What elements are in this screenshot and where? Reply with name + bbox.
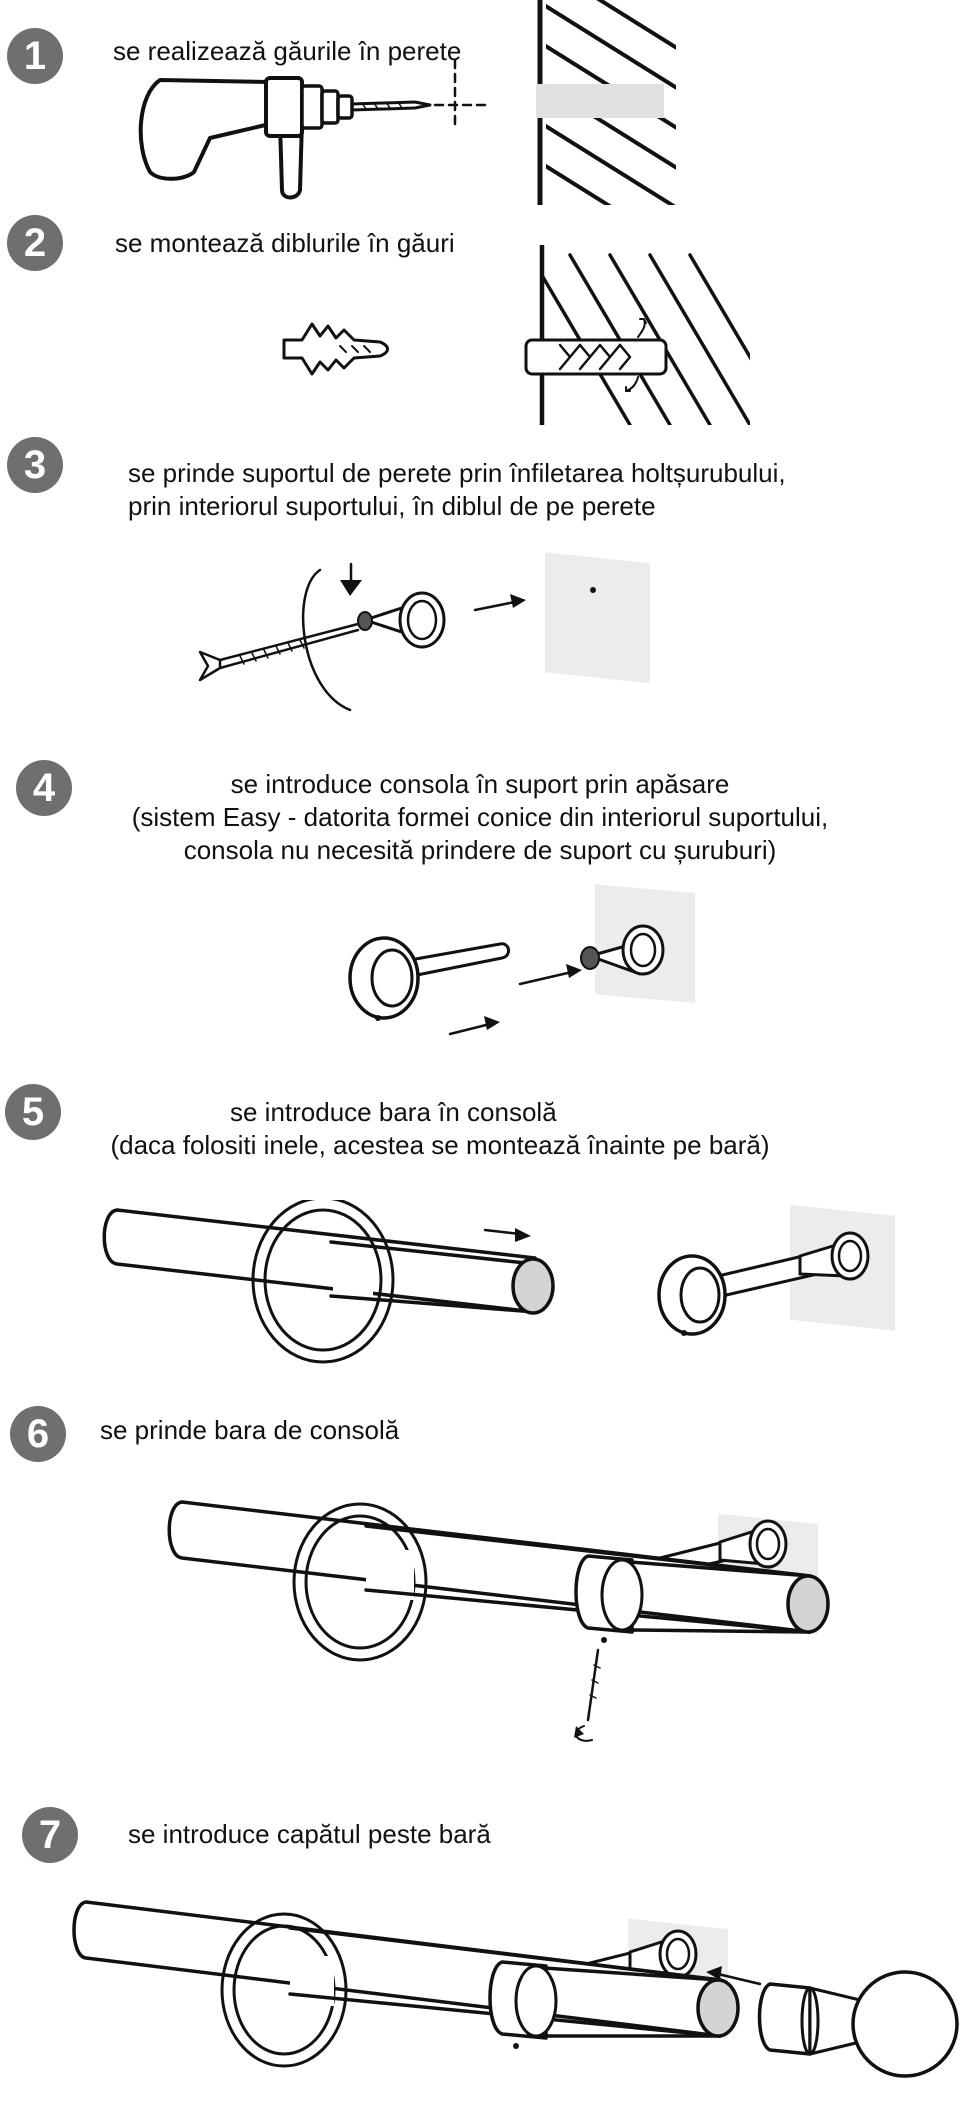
- step-3-badge: 3: [7, 437, 63, 493]
- ring-7: [220, 1912, 348, 2068]
- rod-body-5: [102, 1208, 537, 1314]
- step-7-caption: se introduce capătul peste bară: [128, 1818, 491, 1851]
- step-2: 2 se montează diblurile în găuri: [0, 215, 967, 430]
- ring-6: [292, 1502, 428, 1662]
- step-6: 6 se prinde bara de consolă: [0, 1370, 967, 1770]
- step-6-caption: se prinde bara de consolă: [100, 1414, 399, 1447]
- step-7: 7 se introduce capătul peste bară: [0, 1770, 967, 2106]
- drill-handle: [138, 78, 272, 181]
- step-1-badge: 1: [7, 28, 63, 84]
- ring-5: [251, 1200, 395, 1364]
- step-4-line-3: consola nu necesită prindere de suport c…: [183, 835, 777, 865]
- wall-illustration-2: [524, 245, 750, 425]
- drill-chuck-3: [336, 94, 354, 120]
- step-4-badge: 4: [16, 760, 72, 816]
- step-2-caption: se montează diblurile în găuri: [115, 227, 455, 260]
- bracket-screw-illustration: [198, 552, 650, 712]
- wall-panel-3: [545, 552, 650, 684]
- screw-thread: [239, 639, 305, 665]
- drill-hole: [536, 84, 664, 118]
- dowel-in-wall: [524, 338, 668, 376]
- console-arm: [408, 942, 510, 978]
- dowel-in-wall-ridges: [558, 343, 632, 371]
- step-5-line-1: se introduce bara în consolă: [230, 1097, 557, 1127]
- step-3-line-2: prin interiorul suportului, în diblul de…: [128, 491, 656, 521]
- rod-on-console-illustration: [167, 1500, 830, 1742]
- step-7-line-1: se introduce capătul peste bară: [128, 1819, 491, 1849]
- step-4-caption: se introduce consola în suport prin apăs…: [130, 768, 830, 867]
- drill-grip: [278, 119, 304, 200]
- step-3: 3 se prinde suportul de perete prin înfi…: [0, 430, 967, 760]
- dowel-body: [282, 322, 389, 376]
- step-5-line-2: (daca folositi inele, acestea se monteaz…: [110, 1130, 770, 1160]
- step-1-caption: se realizează găurile în perete: [113, 35, 461, 68]
- step-1: 1 se realizează găurile în perete: [0, 0, 967, 215]
- drill-chuck-1: [300, 84, 324, 130]
- console-ring-inner: [370, 948, 414, 1008]
- set-screw: [586, 1648, 600, 1722]
- dowel-ridges: [339, 345, 371, 353]
- finial-neck: [757, 1982, 812, 2056]
- rod-end-7: [696, 1978, 740, 2038]
- rod-end-6: [786, 1574, 830, 1634]
- wall-illustration-1: [536, 0, 676, 205]
- bracket-base-4: [621, 924, 665, 976]
- rod-body-6: [167, 1500, 812, 1634]
- screw-tip: [198, 650, 222, 682]
- console-insert-illustration: [348, 884, 695, 1036]
- step-6-line-1: se prinde bara de consolă: [100, 1415, 400, 1445]
- step-4: 4 se introduce consola în suport prin ap…: [0, 760, 967, 1060]
- push-arrow-5: [483, 1228, 522, 1236]
- drill-bit-spiral: [361, 101, 403, 110]
- expand-arrow-down: [625, 376, 639, 392]
- console-on-wall-5: [657, 1204, 895, 1336]
- rod-ring-illustration: [102, 1200, 555, 1364]
- rod-end-5: [511, 1257, 555, 1315]
- step-5-badge: 5: [5, 1084, 61, 1140]
- drill-body: [264, 76, 304, 138]
- finial-ball: [851, 1970, 959, 2078]
- wall-hole-dot: [590, 587, 596, 593]
- finial-illustration: [72, 1900, 959, 2078]
- rod-body-7: [72, 1900, 722, 2038]
- step-7-badge: 7: [22, 1807, 78, 1863]
- step-1-line-1: se realizează găurile în perete: [113, 36, 462, 66]
- bracket-hole-4: [580, 946, 600, 970]
- step-3-line-1: se prinde suportul de perete prin înfile…: [128, 458, 786, 488]
- step-5: 5 se introduce bara în consolă (daca fol…: [0, 1060, 967, 1370]
- rotation-arrow: [301, 568, 352, 712]
- step-2-line-1: se montează diblurile în găuri: [115, 228, 455, 258]
- attach-arrow-7: [716, 1972, 762, 1986]
- dowel-illustration: [282, 322, 389, 376]
- drill-chuck-2: [320, 89, 340, 125]
- insert-arrow-4a: [518, 970, 574, 986]
- drill-illustration: [138, 60, 490, 200]
- step-2-badge: 2: [7, 215, 63, 271]
- step-4-line-2: (sistem Easy - datorita formei conice di…: [131, 802, 829, 832]
- insert-arrow-4b: [448, 1022, 492, 1036]
- step-5-caption: se introduce bara în consolă (daca folos…: [100, 1096, 780, 1162]
- expand-arrow-up: [637, 318, 647, 338]
- step-3-caption: se prinde suportul de perete prin înfile…: [128, 457, 786, 523]
- rotation-arrowhead: [340, 580, 362, 596]
- step-4-line-1: se introduce consola în suport prin apăs…: [230, 769, 730, 799]
- step-6-badge: 6: [10, 1406, 66, 1462]
- bracket-hole: [357, 611, 373, 631]
- insert-arrow-3: [473, 600, 517, 612]
